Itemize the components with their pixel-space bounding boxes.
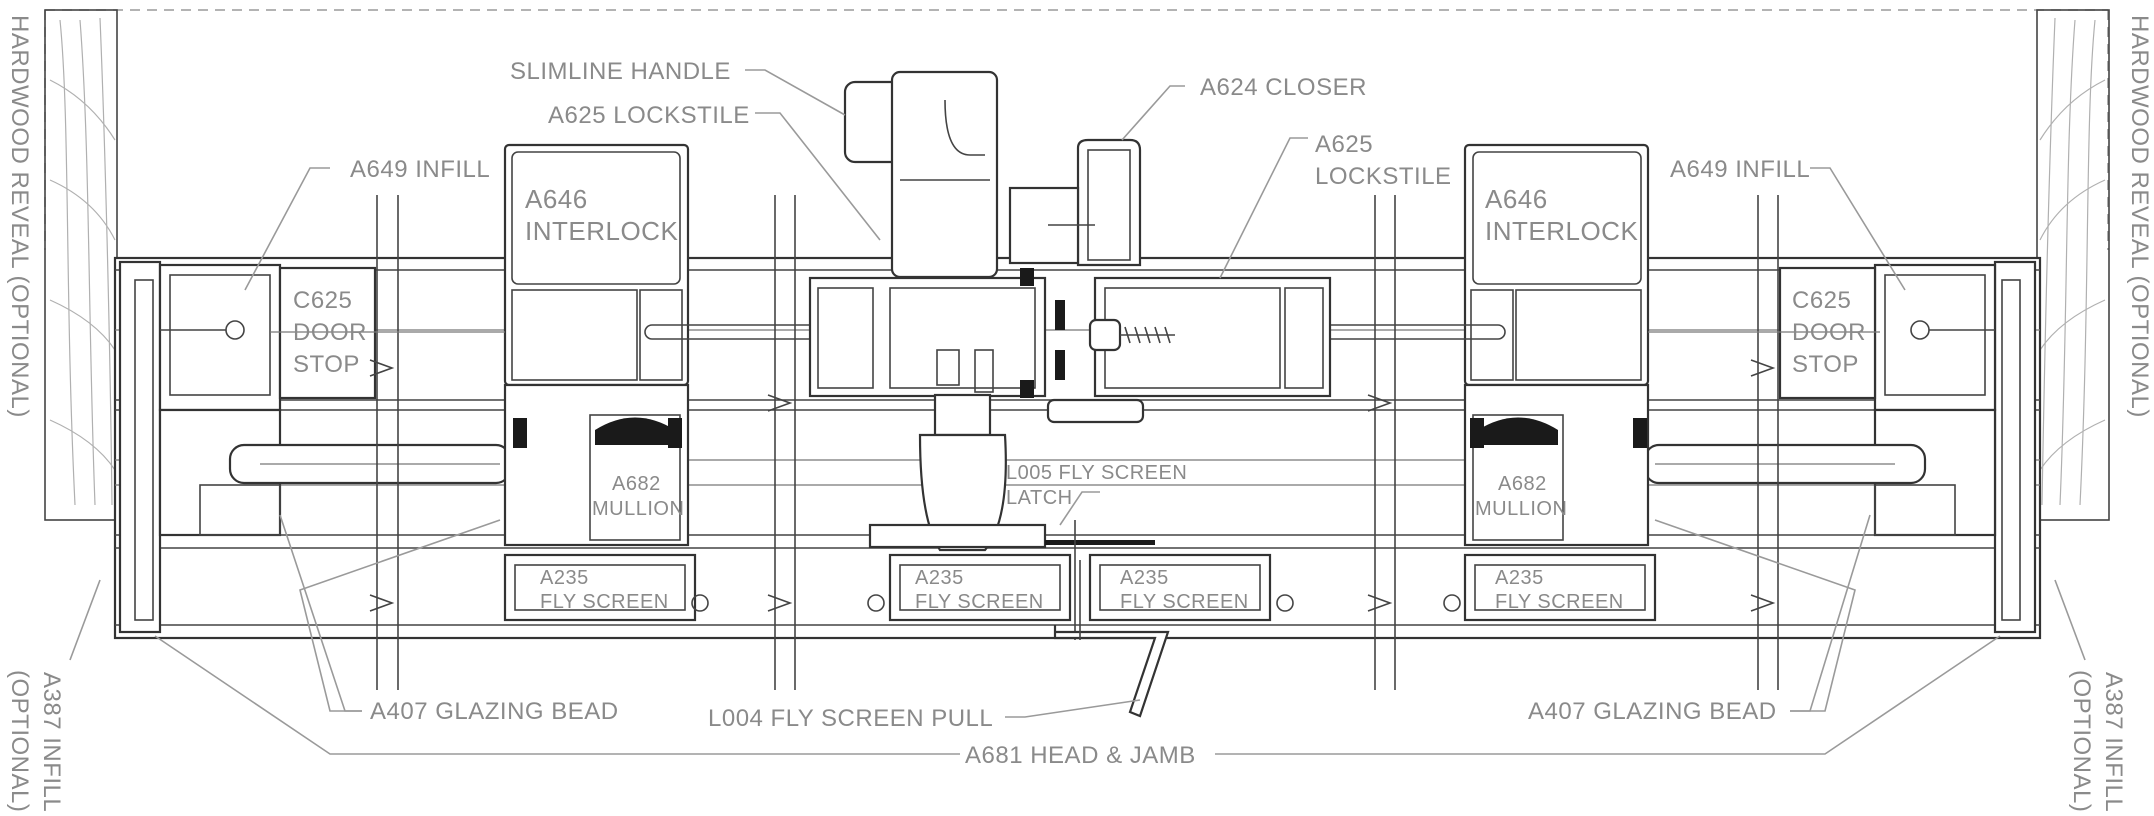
label-c625-left-line3: STOP	[293, 351, 360, 378]
label-c625-right-line2: DOOR	[1792, 319, 1866, 346]
a235-fly-screen-1	[503, 553, 709, 622]
label-a235-3-line1: A235	[1120, 567, 1169, 589]
a646-interlock-right	[1463, 143, 1650, 547]
glazing-left	[228, 443, 512, 485]
label-c625-left-line2: DOOR	[293, 319, 367, 346]
label-hardwood-reveal-left: HARDWOOD REVEAL (OPTIONAL)	[6, 15, 33, 418]
label-a646-right-line1: A646	[1485, 184, 1548, 214]
label-slimline-handle: SLIMLINE HANDLE	[510, 58, 731, 85]
label-a625-right-line1: A625	[1315, 131, 1373, 158]
infill-center-right-lines	[1374, 195, 1396, 690]
label-c625-right-line1: C625	[1792, 287, 1851, 314]
glazing-right	[1643, 443, 1927, 485]
label-a624-closer: A624 CLOSER	[1200, 74, 1367, 101]
a649-infill-right-lines	[1757, 195, 1779, 690]
a235-fly-screen-2	[867, 553, 1072, 622]
break-marks	[369, 359, 1776, 612]
gaskets	[513, 268, 1647, 448]
infill-center-left-lines	[774, 195, 796, 690]
a649-infill-left-lines	[376, 195, 399, 690]
c625-door-stop-right	[1778, 266, 1877, 400]
l005-fly-screen-latch	[868, 520, 1155, 640]
label-a235-4-line2: FLY SCREEN	[1495, 591, 1624, 613]
label-a682-right-line2: MULLION	[1475, 498, 1567, 520]
label-a387-left-line2: (OPTIONAL)	[6, 670, 33, 812]
closer-screw	[1088, 318, 1175, 352]
label-l005-line2: LATCH	[1006, 487, 1073, 509]
label-a682-left-line1: A682	[612, 473, 661, 495]
label-a625-right-line2: LOCKSTILE	[1315, 163, 1452, 190]
label-a387-right-line2: (OPTIONAL)	[2068, 670, 2095, 812]
slimline-handle	[843, 70, 1007, 552]
leader-lines	[69, 69, 2086, 755]
label-c625-right-line3: STOP	[1792, 351, 1859, 378]
label-a646-left-line1: A646	[525, 184, 588, 214]
a235-fly-screen-3	[1088, 553, 1294, 622]
label-a235-1-line1: A235	[540, 567, 589, 589]
label-a649-infill-left: A649 INFILL	[350, 156, 490, 183]
a235-fly-screen-4	[1443, 553, 1657, 622]
left-jamb-profile	[118, 260, 282, 634]
label-a387-left-line1: A387 INFILL	[38, 672, 65, 812]
label-a235-3-line2: FLY SCREEN	[1120, 591, 1249, 613]
c625-door-stop-left	[278, 266, 377, 400]
label-a407-right: A407 GLAZING BEAD	[1528, 698, 1777, 725]
label-a235-1-line2: FLY SCREEN	[540, 591, 669, 613]
label-a682-right-line1: A682	[1498, 473, 1547, 495]
label-c625-left-line1: C625	[293, 287, 352, 314]
label-a235-4-line1: A235	[1495, 567, 1544, 589]
hardwood-reveal-right	[2036, 9, 2110, 521]
label-a681: A681 HEAD & JAMB	[965, 742, 1196, 769]
l004-fly-screen-pull	[1053, 560, 1170, 718]
label-a407-left: A407 GLAZING BEAD	[370, 698, 619, 725]
a625-lockstile-left	[808, 276, 1047, 398]
label-a649-infill-right: A649 INFILL	[1670, 156, 1810, 183]
a646-interlock-left	[503, 143, 690, 547]
label-l005-line1: L005 FLY SCREEN	[1006, 462, 1187, 484]
label-a387-right-line1: A387 INFILL	[2100, 672, 2127, 812]
label-a235-2-line2: FLY SCREEN	[915, 591, 1044, 613]
label-a625-lockstile-top: A625 LOCKSTILE	[548, 102, 750, 129]
label-a646-right-line2: INTERLOCK	[1485, 216, 1638, 246]
label-hardwood-reveal-right: HARDWOOD REVEAL (OPTIONAL)	[2126, 15, 2153, 418]
hardwood-reveal-left	[44, 9, 118, 521]
label-a235-2-line1: A235	[915, 567, 964, 589]
label-a646-left-line2: INTERLOCK	[525, 216, 678, 246]
a625-lockstile-right	[1093, 276, 1332, 398]
a624-closer	[1008, 138, 1145, 424]
label-l004: L004 FLY SCREEN PULL	[708, 705, 993, 732]
label-a682-left-line2: MULLION	[592, 498, 684, 520]
